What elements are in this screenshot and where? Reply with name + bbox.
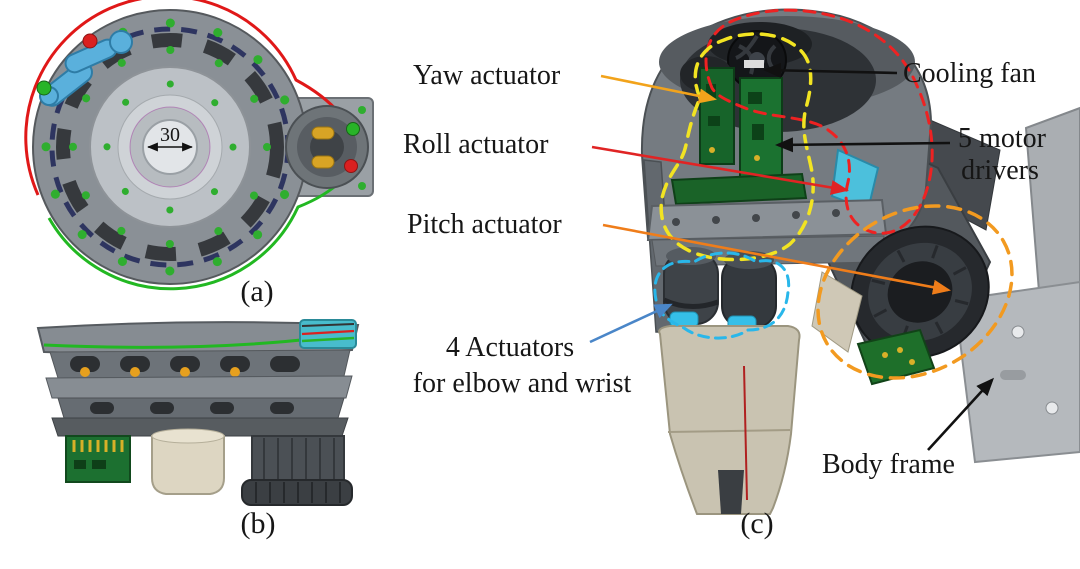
subfigure-a: 30 (a) — [24, 0, 374, 308]
idler-pulley-cluster — [36, 30, 133, 107]
idler-pulley — [109, 30, 133, 54]
outline-blue-dashed — [653, 251, 791, 340]
motor-driver-board-3 — [670, 172, 808, 206]
flange-bolts — [672, 209, 840, 226]
belt-anchor-red-dot — [82, 33, 98, 49]
roll-actuator-arrow — [591, 145, 849, 195]
caption-c: (c) — [740, 507, 773, 540]
frame-hole — [1011, 325, 1025, 339]
fan-blade — [735, 34, 759, 60]
yaw-actuator-arrow — [600, 74, 717, 104]
label-motor-drivers-line2: drivers — [961, 155, 1039, 186]
cooling-fan-arrow — [763, 62, 898, 78]
pulley-belt-red — [301, 329, 355, 336]
forearm-shell — [658, 325, 801, 515]
arch-cutouts-lower — [90, 402, 294, 414]
arch-cutouts-upper — [70, 356, 300, 372]
tensioner-yellow — [311, 126, 335, 140]
orange-rollers — [80, 367, 240, 377]
pulley-groove — [301, 323, 355, 327]
dimension-30: 30 — [147, 124, 193, 152]
ribbed-pulley-dark — [241, 435, 353, 506]
outline-yellow-dashed — [659, 32, 815, 262]
belt-anchor-green-dot — [36, 80, 52, 96]
tension-pulley-stack — [299, 319, 357, 349]
subfigure-c: Yaw actuator Cooling fan Roll actuator 5… — [403, 8, 1080, 540]
mounting-flange — [646, 198, 888, 242]
frame-hole — [1045, 401, 1059, 415]
subfigure-b: (b) — [36, 319, 360, 540]
pcb-connector — [744, 60, 764, 68]
pitch-pcb — [856, 328, 936, 386]
caption-b: (b) — [241, 507, 276, 540]
outline-red-dashed — [704, 8, 934, 235]
label-four-actuators-line1: 4 Actuators — [446, 332, 574, 363]
belt-end-red-dot — [344, 159, 358, 173]
pcb-pad — [754, 155, 760, 161]
pitch-actuator-arrow — [602, 223, 951, 295]
label-four-actuators-line2: for elbow and wrist — [413, 368, 632, 399]
four-actuators-arrow — [589, 303, 673, 344]
outline-orange-dashed — [816, 204, 1014, 380]
actuator-belt — [662, 297, 719, 309]
forearm-seam — [667, 429, 791, 433]
plate-bolt — [358, 182, 366, 190]
bolt-ring-mid — [69, 46, 271, 248]
forearm — [658, 325, 801, 515]
label-motor-drivers-line1: 5 motor — [958, 123, 1047, 154]
pcb-chip — [708, 116, 720, 126]
mid-plate — [45, 375, 353, 399]
bolt-ring-hub — [103, 80, 237, 214]
label-pitch-actuator: Pitch actuator — [407, 209, 562, 240]
tensioner-yellow — [311, 155, 335, 169]
plate-bolt — [358, 106, 366, 114]
body-frame-arrow — [927, 377, 995, 451]
small-output-pulley — [285, 105, 369, 189]
dimension-label: 30 — [160, 124, 180, 146]
label-body-frame: Body frame — [822, 449, 955, 480]
belt-line-green — [43, 336, 321, 349]
label-yaw-actuator: Yaw actuator — [413, 60, 561, 91]
body-frame-upper-plate — [1024, 106, 1080, 306]
pcb-chip — [752, 124, 764, 140]
pcb-pad — [709, 147, 715, 153]
forearm-split-gap — [718, 470, 744, 514]
caption-a: (a) — [240, 275, 273, 308]
pitch-bracket-tan — [811, 271, 863, 353]
pulley-belt-green — [301, 336, 355, 343]
dark-slot-ring — [56, 33, 284, 261]
pitch-actuator — [850, 225, 990, 359]
pcb-board — [65, 435, 131, 483]
frame-slot — [1000, 370, 1026, 380]
forearm-cable — [743, 365, 748, 501]
output-cylinder-beige — [151, 428, 225, 495]
belt-end-green-dot — [346, 122, 360, 136]
pitch-core — [887, 261, 953, 323]
label-cooling-fan: Cooling fan — [903, 58, 1036, 89]
pcb-chip — [748, 92, 762, 104]
motor-driver-boards — [670, 56, 808, 206]
motor-drivers-arrow — [775, 137, 951, 153]
label-roll-actuator: Roll actuator — [403, 129, 549, 160]
